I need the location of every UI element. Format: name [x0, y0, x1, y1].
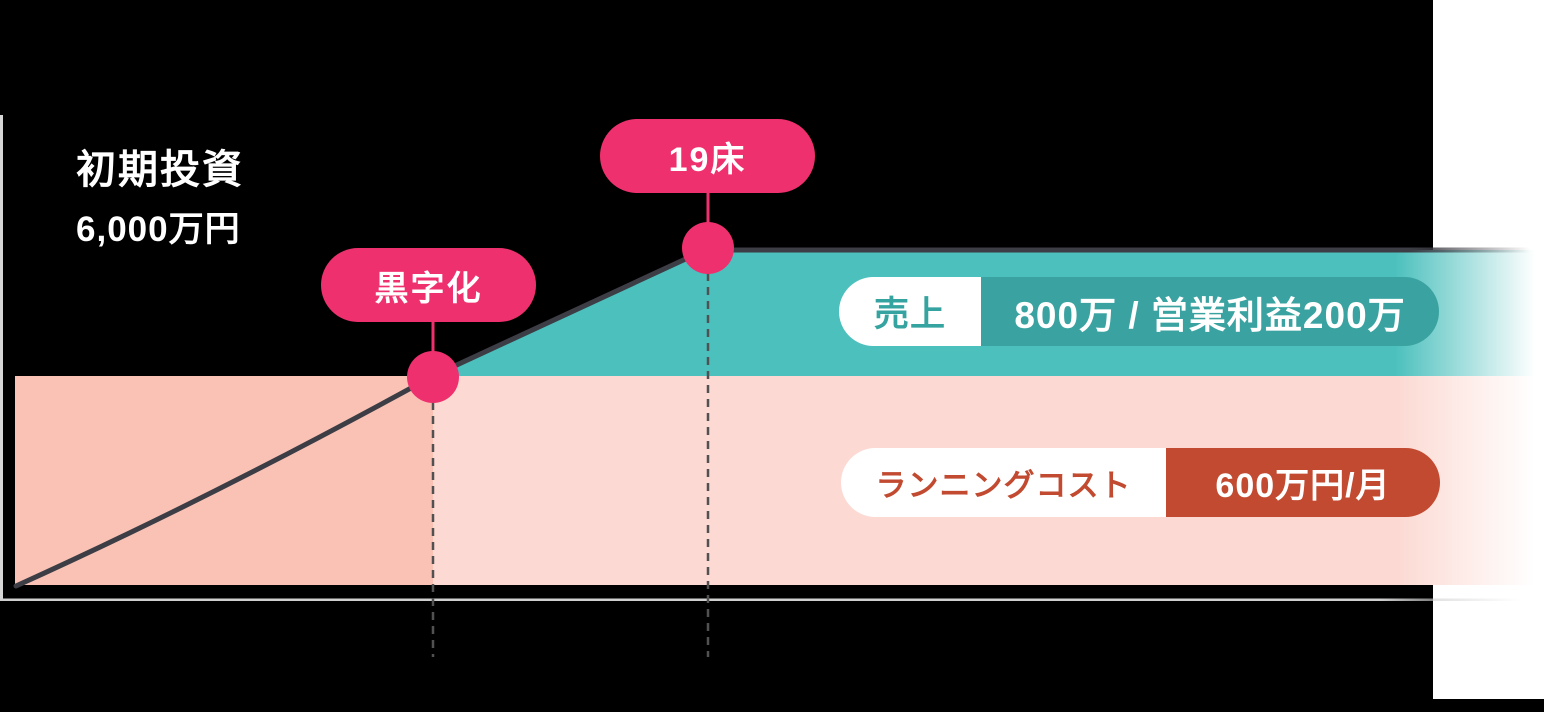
breakeven-callout-label: 黒字化 [374, 269, 483, 308]
running-cost-badge-value-box: 600万円/月 [1166, 448, 1440, 517]
x-axis-line [0, 598, 1540, 601]
beds-callout-label: 19床 [668, 140, 747, 179]
sales-badge-value: 800万 / 営業利益200万 [1014, 294, 1406, 336]
initial-investment-title: 初期投資 [76, 148, 244, 192]
sales-badge-label: 売上 [873, 295, 946, 334]
running-cost-badge: ランニングコスト 600万円/月 [841, 448, 1440, 517]
beds-callout-pill: 19床 [600, 119, 815, 193]
running-cost-badge-value: 600万円/月 [1215, 467, 1391, 505]
breakeven-callout-pill: 黒字化 [321, 248, 536, 322]
running-cost-badge-label-box: ランニングコスト [841, 448, 1166, 517]
sales-badge: 売上 800万 / 営業利益200万 [839, 277, 1439, 346]
running-cost-badge-label: ランニングコスト [875, 468, 1132, 503]
beds-point-marker [682, 222, 734, 274]
sales-badge-label-box: 売上 [839, 277, 981, 346]
y-axis-line [0, 115, 3, 601]
initial-investment-amount: 6,000万円 [76, 210, 241, 249]
sales-badge-value-box: 800万 / 営業利益200万 [981, 277, 1439, 346]
cumulative-result-line [13, 247, 1543, 589]
initial-investment-label: 初期投資 6,000万円 [76, 150, 244, 247]
loss-zone-area [15, 376, 433, 585]
breakeven-point-marker [407, 351, 459, 403]
